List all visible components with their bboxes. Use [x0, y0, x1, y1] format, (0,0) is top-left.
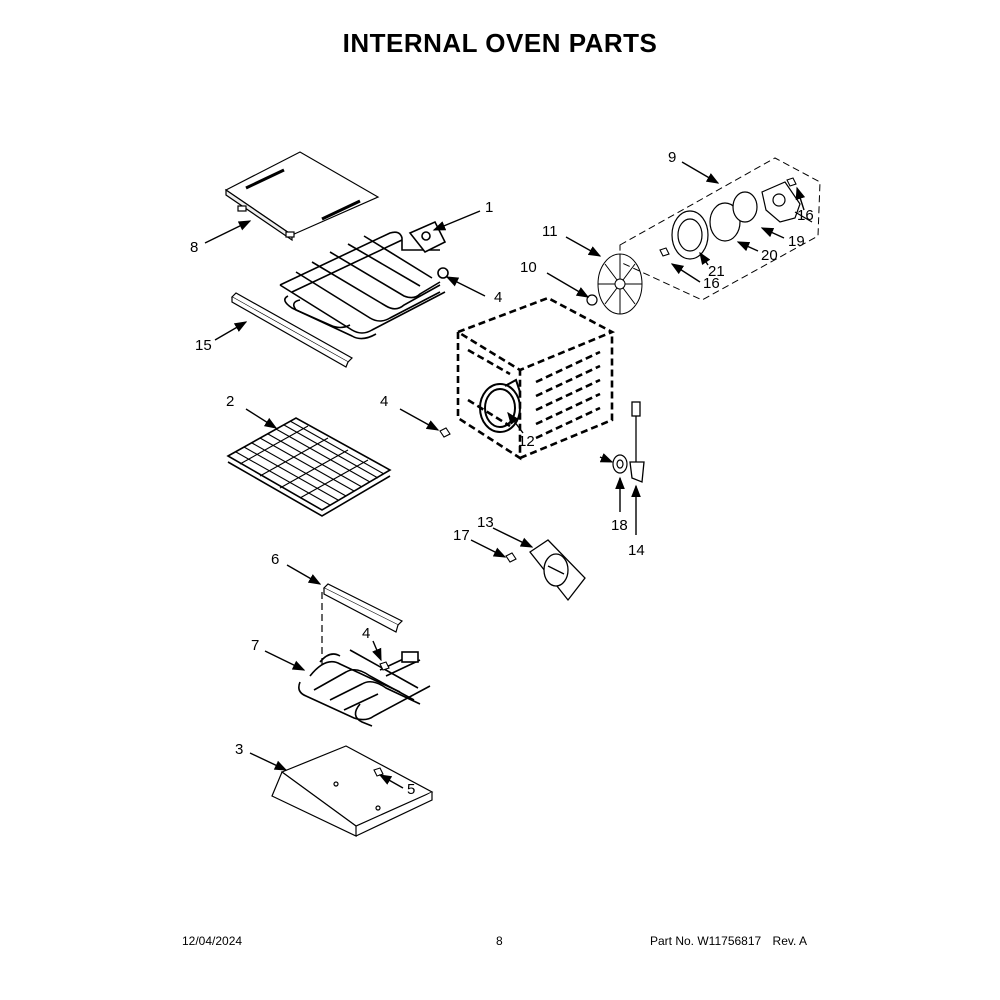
callout-3: 3 — [235, 741, 243, 758]
footer-part-info: Part No. W11756817 Rev. A — [650, 934, 807, 948]
callout-16-right: 16 — [797, 207, 814, 224]
callout-4-top: 4 — [494, 289, 502, 306]
callout-11: 11 — [542, 223, 558, 240]
part-number: W11756817 — [697, 934, 762, 948]
leader-arrows — [204, 161, 806, 789]
part-9-fan-motor-assembly — [619, 157, 821, 301]
callout-5: 5 — [407, 781, 415, 798]
part-16-screw-a — [659, 247, 670, 257]
part-2-oven-rack — [226, 417, 392, 517]
callout-4-middle: 4 — [380, 393, 388, 410]
callout-labels: 1 4 8 15 2 4 9 10 11 12 16 16 19 20 21 1… — [190, 149, 814, 798]
callout-6: 6 — [271, 551, 279, 568]
callout-4-lower: 4 — [362, 625, 370, 642]
callout-13: 13 — [477, 514, 494, 531]
callout-8: 8 — [190, 239, 198, 256]
part-12-convection-element — [479, 378, 521, 433]
part-16-screw-b — [786, 177, 797, 187]
callout-12: 12 — [518, 433, 535, 450]
part-3-lower-panel — [271, 745, 434, 837]
callout-1: 1 — [485, 199, 493, 216]
part-4-screw-middle — [439, 427, 451, 438]
part-15-rail — [231, 292, 353, 368]
revision: Rev. A — [772, 934, 807, 948]
part-20-insulation — [709, 202, 741, 242]
part-6-rail — [321, 583, 404, 668]
callout-10: 10 — [520, 259, 537, 276]
part-number-label: Part No. — [650, 934, 695, 948]
fan-motor — [761, 181, 813, 223]
part-18-light-lens — [612, 454, 628, 474]
part-1-broil-element — [279, 220, 449, 340]
oven-cavity — [455, 296, 616, 461]
callout-19: 19 — [788, 233, 805, 250]
callout-15: 15 — [195, 337, 212, 354]
callout-17: 17 — [453, 527, 470, 544]
part-13-lamp-cover — [529, 539, 586, 602]
part-7-bake-element — [298, 649, 431, 727]
part-8-top-panel — [224, 151, 380, 242]
part-4-screw-lower — [379, 661, 390, 671]
page-title: INTERNAL OVEN PARTS — [342, 28, 658, 58]
part-21-gasket — [671, 210, 709, 260]
callout-2: 2 — [226, 393, 234, 410]
footer-page-number: 8 — [496, 934, 503, 948]
callout-7: 7 — [251, 637, 259, 654]
callout-14: 14 — [628, 542, 645, 559]
footer-date: 12/04/2024 — [182, 934, 243, 948]
callout-16-left: 16 — [703, 275, 720, 292]
callout-21: 21 — [708, 263, 725, 280]
part-11-fan-blade — [597, 253, 643, 315]
part-14-light-socket — [629, 401, 645, 483]
part-19-motor-plate — [732, 191, 758, 223]
part-17-screw — [505, 552, 517, 563]
callout-9: 9 — [668, 149, 676, 166]
part-10-nut — [586, 294, 598, 306]
part-5-screw — [373, 767, 384, 777]
callout-20: 20 — [761, 247, 778, 264]
callout-18: 18 — [611, 517, 628, 534]
